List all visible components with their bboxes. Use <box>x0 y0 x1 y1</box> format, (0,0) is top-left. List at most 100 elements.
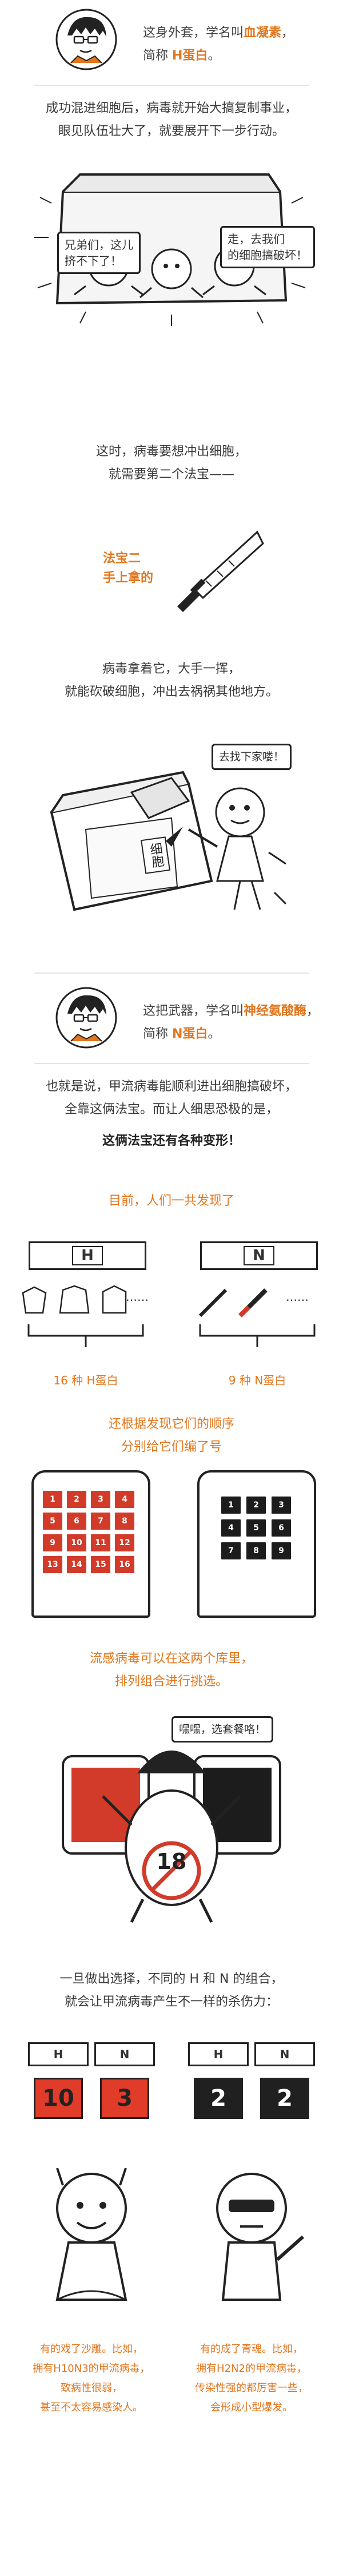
h-subtype-tile: 5 <box>42 1511 63 1531</box>
paragraph-line: 一旦做出选择，不同的 H 和 N 的组合， <box>59 1972 284 1986</box>
paragraph-discovered: 目前，人们一共发现了 <box>108 1194 234 1208</box>
divider <box>34 1063 309 1064</box>
divider <box>34 973 309 974</box>
n-subtype-tile: 7 <box>220 1541 242 1561</box>
intro-h-line2-end: 。 <box>208 49 221 63</box>
h-subtype-tile: 16 <box>114 1555 135 1574</box>
paragraph-line: 还根据发现它们的顺序 <box>108 1417 234 1431</box>
intro-h-highlight1: 血凝素 <box>244 26 282 40</box>
intro-n-line1-end: ， <box>306 1004 320 1018</box>
description-line: 拥有H2N2的甲流病毒， <box>196 2363 307 2375</box>
h-subtype-tile: 1 <box>42 1490 63 1509</box>
n-subtype-tile: 4 <box>220 1518 242 1538</box>
intro-n-highlight2: N蛋白 <box>172 1027 208 1041</box>
paragraph-line: 这时，病毒要想冲出细胞， <box>95 444 247 459</box>
paragraph-line: 眼见队伍壮大了，就要展开下一步行动。 <box>58 124 285 138</box>
knife-variants-icon <box>198 1288 268 1317</box>
n-count: 9 种 N蛋白 <box>228 1374 286 1387</box>
intro-n-line2: 简称 <box>143 1027 169 1041</box>
weapon-caption: 法宝二 <box>103 551 141 566</box>
n-label: N <box>244 1246 274 1265</box>
n-plate: N <box>254 2042 315 2066</box>
paragraph-line: 流感病毒可以在这两个库里， <box>89 1652 253 1666</box>
intro-h-line1-end: ， <box>281 26 294 40</box>
n-plate: N <box>94 2042 155 2066</box>
description-line: 有的戏了沙雕。比如， <box>40 2343 143 2355</box>
n-ellipsis: …… <box>286 1290 309 1304</box>
divider <box>34 85 309 86</box>
speech-bubble-next-host: 去找下家喽！ <box>212 744 292 770</box>
h-subtype-tile: 15 <box>90 1555 111 1574</box>
description-line: 有的成了青魂。比如， <box>200 2343 303 2355</box>
paragraph-replicate: 成功混进细胞后，病毒就开始大搞复制事业， 眼见队伍壮大了，就要展开下一步行动。 <box>0 97 343 143</box>
left-description: 有的戏了沙雕。比如， 拥有H10N3的甲流病毒， 致病性很弱， 甚至不太容易感染… <box>17 2340 166 2418</box>
speech-bubble-choose: 嘿嘿，选套餐咯！ <box>172 1716 274 1743</box>
cell-box-drawing <box>34 173 309 326</box>
n-subtype-tile: 3 <box>270 1495 292 1515</box>
h-subtype-tile: 11 <box>90 1533 111 1553</box>
h-plate: H <box>29 1241 146 1270</box>
weapon-caption: 手上拿的 <box>103 571 154 585</box>
virus-choosing-drawing <box>62 1751 281 1923</box>
h-subtype-tile: 13 <box>42 1555 63 1574</box>
description-line: 甚至不太容易感染人。 <box>40 2402 143 2414</box>
n-subtype-box: 3 <box>100 2078 149 2119</box>
cell-label: 细胞 <box>141 836 170 874</box>
description-line: 致病性很弱， <box>61 2382 122 2394</box>
paragraph-line: 成功混进细胞后，病毒就开始大搞复制事业， <box>45 101 297 116</box>
h-plate: H <box>188 2042 249 2066</box>
weapon-section: 法宝二 手上拿的 <box>0 503 343 629</box>
n-subtype-tile: 8 <box>245 1541 267 1561</box>
n-subtype-tile: 5 <box>245 1518 267 1538</box>
h-subtype-tile: 6 <box>66 1511 87 1531</box>
hn-variety-section: H N …… …… <box>0 1224 343 1362</box>
n-subtype-tile: 1 <box>220 1495 242 1515</box>
h-subtype-tile: 4 <box>114 1490 135 1509</box>
intro-h-line1: 这身外套，学名叫 <box>143 26 244 40</box>
big-number-18: 18 <box>156 1849 187 1874</box>
coat-variants-icon <box>22 1285 127 1314</box>
n-subtype-tile: 6 <box>270 1518 292 1538</box>
h-subtype-tile: 14 <box>66 1555 87 1574</box>
fierce-virus-character <box>216 2173 304 2301</box>
paragraph-emphasis: 这俩法宝还有各种变形！ <box>102 1134 241 1148</box>
paragraph-killing-power: 一旦做出选择，不同的 H 和 N 的组合， 就会让甲流病毒产生不一样的杀伤力： <box>0 1968 343 2014</box>
combo-left: H N 10 3 <box>23 2042 160 2157</box>
paragraph-second-weapon: 这时，病毒要想冲出细胞， 就需要第二个法宝—— <box>0 440 343 486</box>
paragraph-line: 也就是说，甲流病毒能顺利进出细胞搞破坏， <box>45 1079 297 1094</box>
bubble-line: 的细胞搞破坏！ <box>228 248 308 262</box>
n-subtype-box: 2 <box>260 2078 309 2119</box>
h-subtype-tile: 2 <box>66 1490 87 1509</box>
right-description: 有的成了青魂。比如， 拥有H2N2的甲流病毒， 传染性强的都厉害一些， 会形成小… <box>177 2340 326 2418</box>
h-subtype-tile: 8 <box>114 1511 135 1531</box>
h-subtype-tile: 10 <box>66 1533 87 1553</box>
paragraph-line: 全靠这俩法宝。而让人细思恐极的是， <box>64 1102 278 1117</box>
intro-h-line2: 简称 <box>143 49 169 63</box>
description-line: 会形成小型爆发。 <box>210 2402 293 2414</box>
paragraph-both-weapons: 也就是说，甲流病毒能顺利进出细胞搞破坏， 全靠这俩法宝。而让人细思恐极的是， <box>0 1075 343 1121</box>
h-subtype-tile: 7 <box>90 1511 111 1531</box>
n-plate: N <box>200 1241 318 1270</box>
h-subtype-tile: 3 <box>90 1490 111 1509</box>
crowded-cell-illustration: 兄弟们，这儿 挤不下了！ 走，去我们 的细胞搞破坏！ <box>0 152 343 403</box>
choosing-illustration: 嘿嘿，选套餐咯！ 18 <box>0 1705 343 1934</box>
bubble-line: 兄弟们，这儿 <box>65 238 133 252</box>
description-line: 传染性强的都厉害一些， <box>195 2382 308 2394</box>
paragraph-line: 就需要第二个法宝—— <box>108 467 234 482</box>
paragraph-line: 病毒拿着它，大手一挥， <box>102 662 241 676</box>
scientist-avatar <box>55 987 117 1049</box>
paragraph-numbered: 还根据发现它们的顺序 分别给它们编了号 <box>0 1413 343 1459</box>
h-label: H <box>72 1246 103 1265</box>
bracket-lines <box>27 1324 316 1347</box>
intro-n-line2-end: 。 <box>208 1027 221 1041</box>
h-plate: H <box>28 2042 89 2066</box>
scientist-avatar <box>55 9 117 70</box>
intro-n-highlight1: 神经氨酸酶 <box>244 1004 307 1018</box>
h-count: 16 种 H蛋白 <box>53 1374 118 1387</box>
breaking-cell-illustration: 去找下家喽！ 细胞 <box>0 715 343 938</box>
h-subtype-tile: 9 <box>42 1533 63 1553</box>
silly-virus-character <box>55 2168 127 2301</box>
paragraph-combine: 流感病毒可以在这两个库里， 排列组合进行挑选。 <box>0 1648 343 1693</box>
